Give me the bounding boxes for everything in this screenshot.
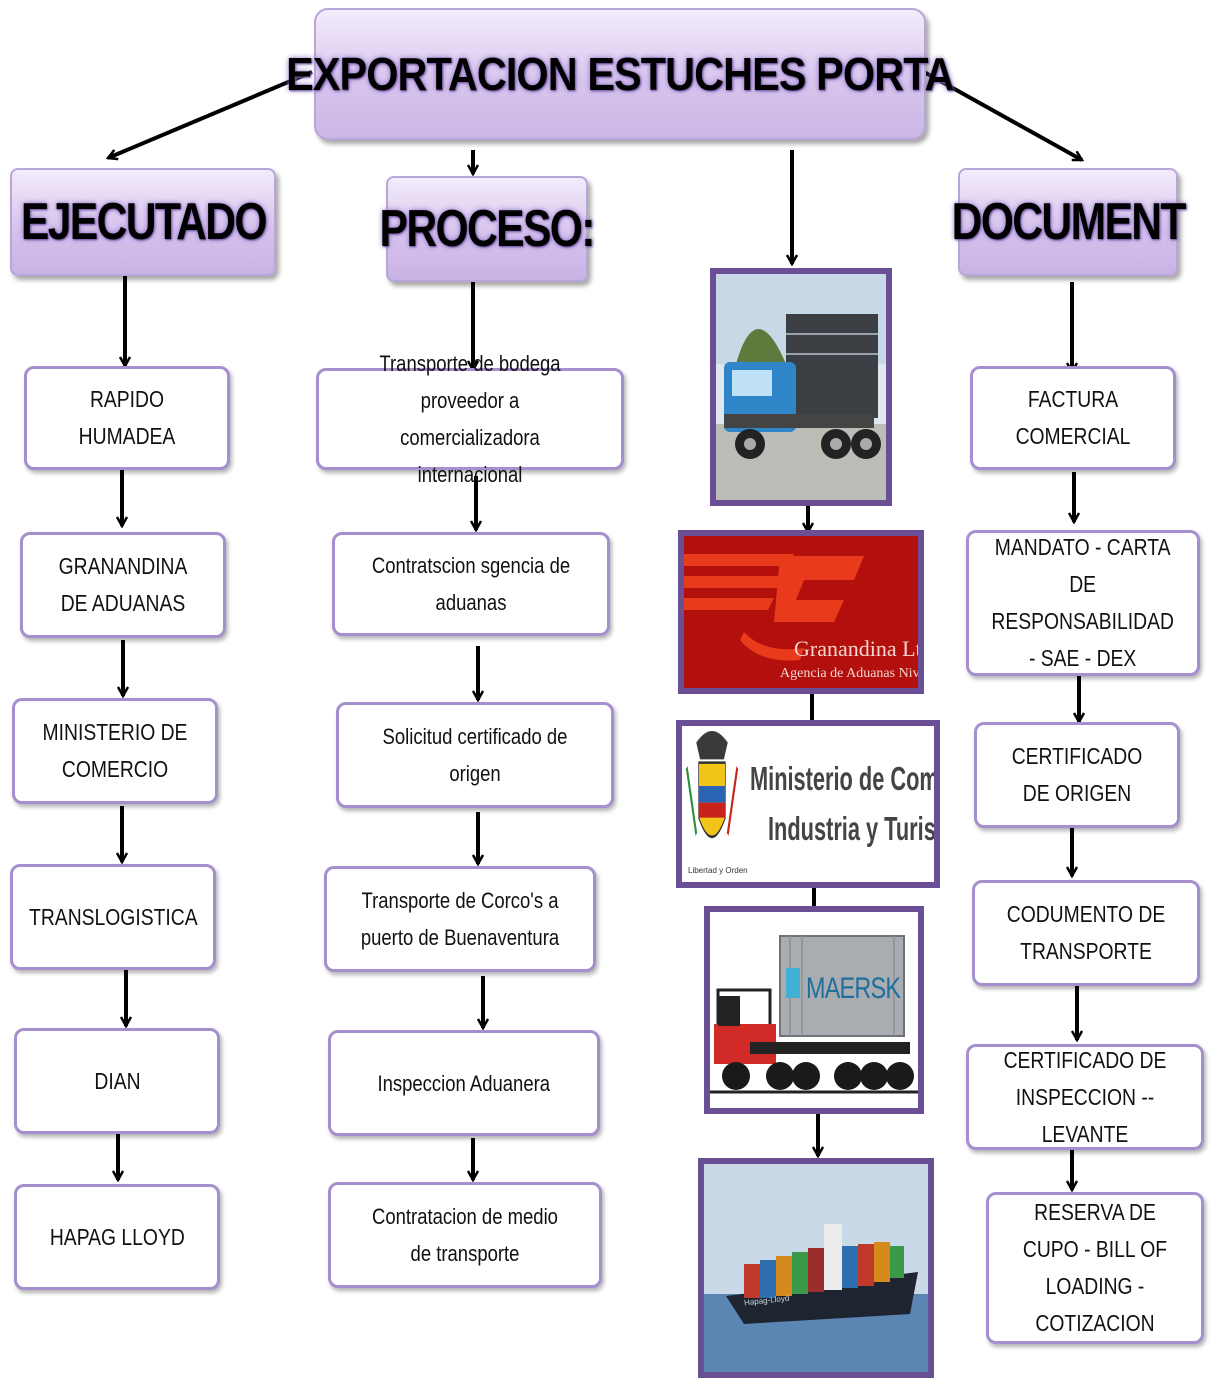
proceso-step-4: Transporte de Corco's a puerto de Buenav…: [324, 866, 596, 972]
arrow-title-ejecutado: [108, 70, 313, 158]
maersk-brand: MAERSK: [806, 972, 901, 1005]
main-title-box: EXPORTACION ESTUCHES PORTA: [286, 8, 955, 140]
document-item-6: RESERVA DE CUPO - BILL OF LOADING - COTI…: [986, 1192, 1204, 1344]
ejecutado-item-2: GRANANDINA DE ADUANAS: [20, 532, 226, 638]
document-item-1: FACTURA COMERCIAL: [970, 366, 1176, 470]
ministerio-motto: Libertad y Orden: [688, 866, 748, 875]
container-ship-photo: Hapag-Lloyd: [698, 1158, 934, 1378]
ministerio-line2: Industria y Turismo: [768, 810, 936, 847]
document-item-2: MANDATO - CARTA DE RESPONSABILIDAD - SAE…: [966, 530, 1200, 676]
document-item-3: CERTIFICADO DE ORIGEN: [974, 722, 1180, 828]
document-item-5: CERTIFICADO DE INSPECCION -- LEVANTE: [966, 1044, 1204, 1150]
main-title: EXPORTACION ESTUCHES PORTA: [286, 48, 954, 100]
ejecutado-item-3: MINISTERIO DE COMERCIO: [12, 698, 218, 804]
maersk-truck-illustration: MAERSK: [704, 906, 924, 1114]
proceso-step-3: Solicitud certificado de origen: [336, 702, 614, 808]
ejecutado-header: EJECUTADO: [10, 168, 276, 276]
truck-photo: [710, 268, 892, 506]
proceso-step-6: Contratacion de medio de transporte: [328, 1182, 602, 1288]
proceso-step-2: Contratscion sgencia de aduanas: [332, 532, 610, 636]
granandina-subtitle: Agencia de Aduanas Nivel: [780, 666, 924, 681]
proceso-heading: PROCESO:: [379, 200, 596, 258]
arrow-title-document: [923, 70, 1082, 162]
colombia-coat-of-arms-icon: [685, 731, 739, 839]
document-header: DOCUMENT: [951, 168, 1186, 276]
document-item-4: CODUMENTO DE TRANSPORTE: [972, 880, 1200, 986]
ejecutado-item-4: TRANSLOGISTICA: [10, 864, 216, 970]
ministerio-logo: Ministerio de Comercio Industria y Turis…: [676, 720, 940, 888]
ministerio-line1: Ministerio de Comercio: [750, 760, 939, 797]
granandina-logo: Granandina Ltda Agencia de Aduanas Nivel: [678, 530, 924, 694]
ejecutado-heading: EJECUTADO: [20, 193, 267, 251]
ejecutado-item-1: RAPIDO HUMADEA: [24, 366, 230, 470]
ejecutado-item-5: DIAN: [14, 1028, 220, 1134]
granandina-name: Granandina Ltda: [794, 636, 922, 661]
proceso-step-5: Inspeccion Aduanera: [328, 1030, 600, 1136]
document-heading: DOCUMENT: [951, 193, 1186, 251]
ejecutado-item-6: HAPAG LLOYD: [14, 1184, 220, 1290]
proceso-step-1: Transporte de bodega proveedor a comerci…: [316, 351, 624, 487]
proceso-header: PROCESO:: [380, 176, 596, 282]
